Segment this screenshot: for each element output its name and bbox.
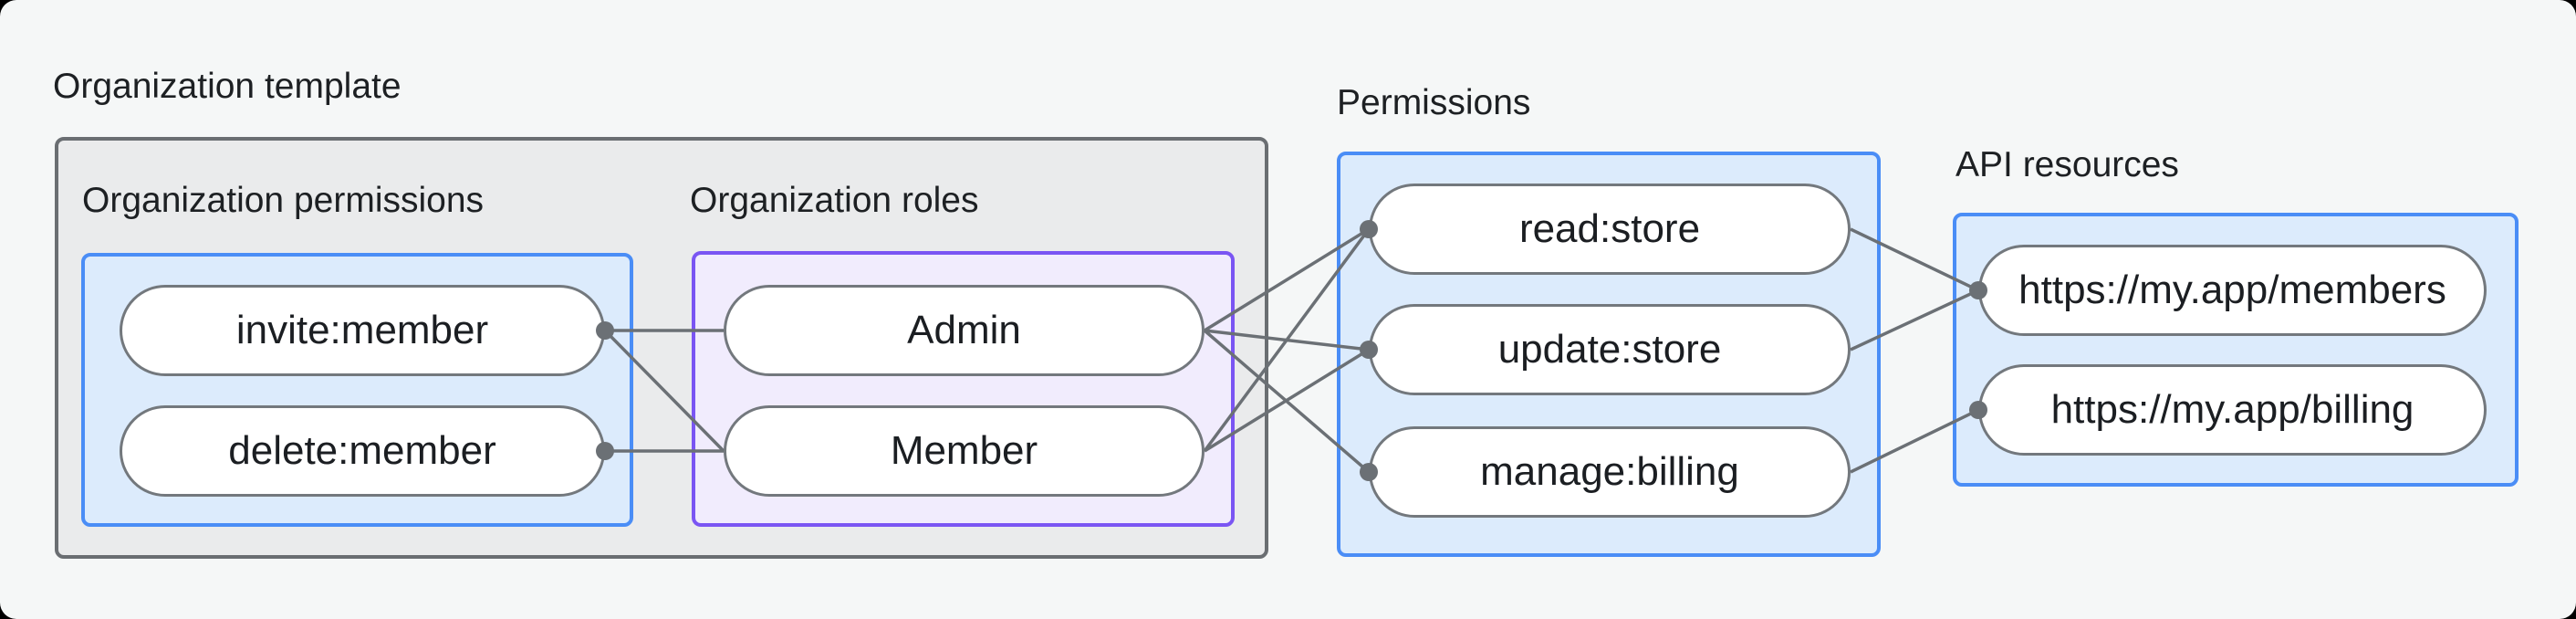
organization-template-label: Organization template bbox=[53, 67, 402, 106]
node-read-store-label: read:store bbox=[1518, 206, 1701, 251]
node-read-store: read:store bbox=[1369, 184, 1851, 275]
permissions-label: Permissions bbox=[1337, 83, 1531, 122]
node-api-billing-label: https://my.app/billing bbox=[2050, 387, 2414, 432]
organization-permissions-label: Organization permissions bbox=[82, 181, 485, 220]
node-admin-label: Admin bbox=[907, 308, 1021, 352]
node-api-members: https://my.app/members bbox=[1978, 245, 2487, 336]
node-invite-member-label: invite:member bbox=[235, 308, 489, 352]
node-member: Member bbox=[724, 405, 1205, 497]
organization-roles-label: Organization roles bbox=[690, 181, 979, 220]
node-invite-member: invite:member bbox=[120, 285, 605, 376]
node-api-members-label: https://my.app/members bbox=[2018, 268, 2446, 312]
api-resources-label: API resources bbox=[1955, 145, 2179, 184]
node-manage-billing: manage:billing bbox=[1369, 426, 1851, 518]
node-update-store-label: update:store bbox=[1497, 327, 1722, 372]
node-update-store: update:store bbox=[1369, 304, 1851, 395]
node-member-label: Member bbox=[890, 428, 1038, 473]
node-admin: Admin bbox=[724, 285, 1205, 376]
node-manage-billing-label: manage:billing bbox=[1480, 449, 1739, 494]
node-delete-member-label: delete:member bbox=[228, 428, 496, 473]
node-api-billing: https://my.app/billing bbox=[1978, 364, 2487, 456]
node-delete-member: delete:member bbox=[120, 405, 605, 497]
